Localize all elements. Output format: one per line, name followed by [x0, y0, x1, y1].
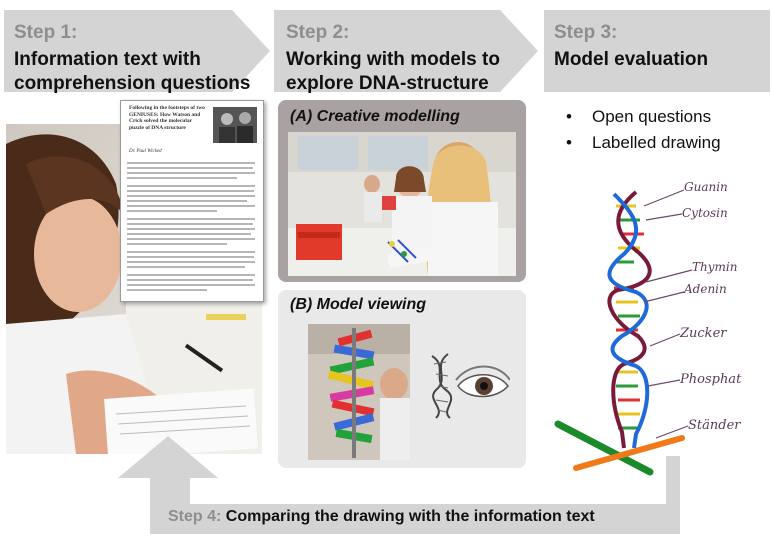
document-heading: Following in the footsteps of two GENIUS…	[129, 105, 205, 131]
information-text-document: Following in the footsteps of two GENIUS…	[120, 100, 264, 302]
document-body-text	[127, 162, 255, 291]
step2-number: Step 2:	[286, 22, 350, 43]
step2-arrow	[274, 10, 540, 92]
step4-label: Step 4: Comparing the drawing with the i…	[168, 508, 595, 526]
step1-title-line1: Information text with	[14, 49, 201, 70]
label-zucker: Zucker	[680, 326, 727, 341]
model-viewing-panel: (B) Model viewing	[278, 290, 526, 468]
step3-box	[544, 10, 770, 92]
step3-header: Step 3: Model evaluation	[554, 22, 708, 72]
step2-header: Step 2: Working with models to explore D…	[286, 22, 500, 96]
creative-modelling-title: (A) Creative modelling	[290, 108, 460, 125]
label-thymin: Thymin	[692, 260, 738, 274]
document-portrait-photo	[213, 107, 257, 143]
step4-return-arrow	[0, 436, 772, 539]
step4-number: Step 4:	[168, 508, 222, 525]
step2-title-line1: Working with models to	[286, 49, 500, 70]
step1-header: Step 1: Information text with comprehens…	[14, 22, 250, 96]
step2-title-line2: explore DNA-structure	[286, 73, 489, 94]
creative-modelling-panel: (A) Creative modelling	[278, 100, 526, 282]
dna-model-photo	[308, 324, 410, 460]
document-author: Dr. Paul Wicked	[129, 149, 162, 154]
labelled-dna-drawing: Guanin Cytosin Thymin Adenin Zucker Phos…	[552, 172, 768, 478]
bullet-labelled-drawing: Labelled drawing	[566, 130, 721, 156]
creative-modelling-photo	[288, 132, 516, 276]
label-cytosin: Cytosin	[682, 206, 728, 220]
dna-eye-illustration	[426, 350, 510, 420]
step4-text: Comparing the drawing with the informati…	[225, 508, 595, 525]
step1-number: Step 1:	[14, 22, 78, 43]
bullet-open-questions: Open questions	[566, 104, 721, 130]
step3-bullet-list: Open questions Labelled drawing	[566, 104, 721, 156]
label-adenin: Adenin	[684, 282, 727, 296]
step3-number: Step 3:	[554, 22, 618, 43]
label-staender: Ständer	[688, 418, 741, 433]
label-phosphat: Phosphat	[680, 372, 742, 387]
label-guanin: Guanin	[684, 180, 728, 194]
step1-arrow	[4, 10, 272, 92]
step1-title-line2: comprehension questions	[14, 73, 251, 94]
step3-title: Model evaluation	[554, 49, 709, 70]
model-viewing-title: (B) Model viewing	[290, 296, 426, 313]
